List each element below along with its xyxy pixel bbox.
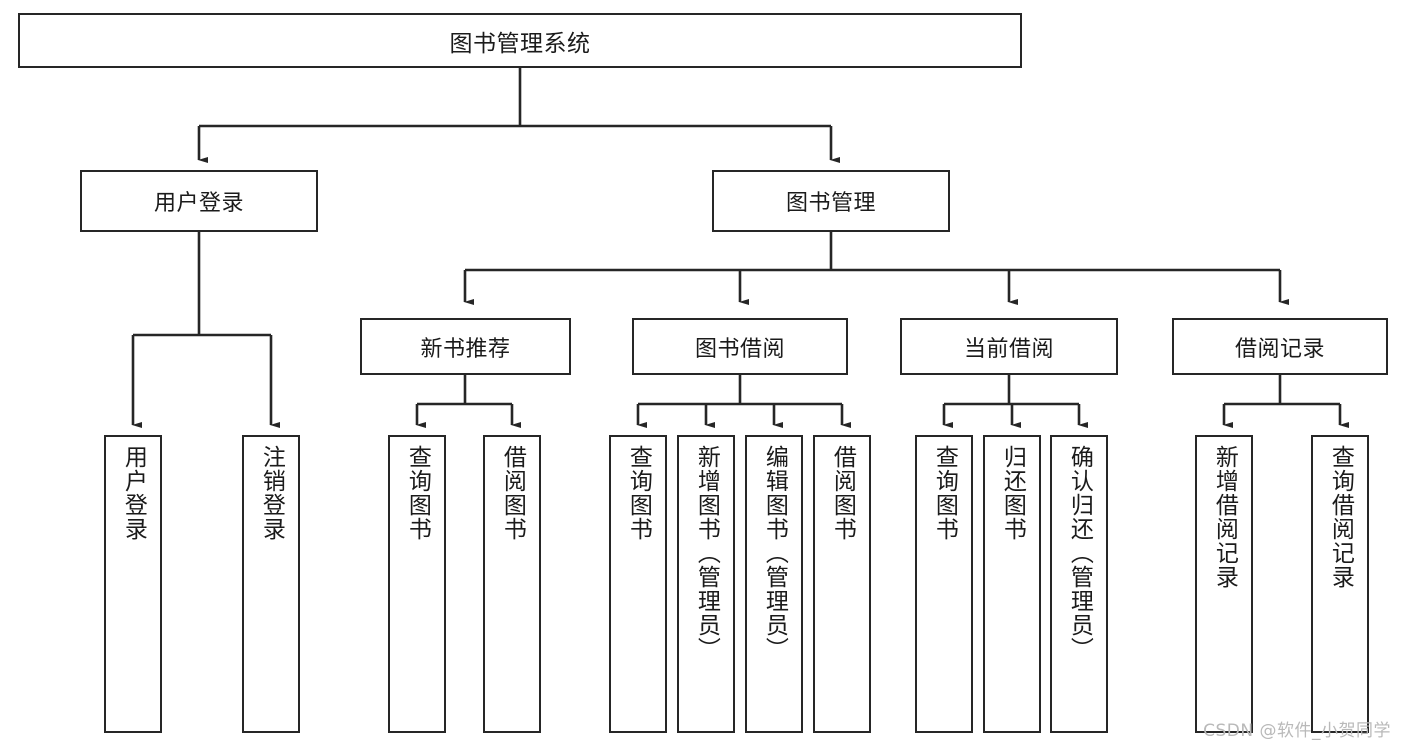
node-label: 当前借阅	[963, 336, 1054, 362]
leaf-label: 新增借阅记录	[1211, 445, 1238, 589]
leaf-label: 编辑图书（管理员）	[761, 445, 788, 661]
node-label: 图书管理	[785, 191, 876, 216]
leaf-borrow-book[interactable]: 借阅图书	[813, 435, 871, 733]
leaf-add-book-admin[interactable]: 新增图书（管理员）	[677, 435, 735, 733]
leaf-label: 归还图书	[999, 445, 1026, 541]
leaf-logout-login[interactable]: 注销登录	[242, 435, 300, 733]
leaf-label: 借阅图书	[499, 445, 526, 541]
leaf-label: 借阅图书	[829, 445, 856, 541]
node-root-system[interactable]: 图书管理系统	[18, 13, 1022, 68]
leaf-label: 用户登录	[120, 445, 147, 541]
leaf-borrow-book-recommend[interactable]: 借阅图书	[483, 435, 541, 733]
leaf-return-book[interactable]: 归还图书	[983, 435, 1041, 733]
leaf-add-borrow-record[interactable]: 新增借阅记录	[1195, 435, 1253, 733]
node-current-borrow[interactable]: 当前借阅	[900, 318, 1118, 375]
node-book-management[interactable]: 图书管理	[712, 170, 950, 232]
leaf-label: 注销登录	[258, 445, 285, 541]
leaf-label: 新增图书（管理员）	[693, 445, 720, 661]
leaf-user-login[interactable]: 用户登录	[104, 435, 162, 733]
node-label: 新书推荐	[420, 336, 511, 362]
node-borrow-record[interactable]: 借阅记录	[1172, 318, 1388, 375]
leaf-label: 查询图书	[931, 445, 958, 541]
leaf-label: 查询图书	[404, 445, 431, 541]
leaf-label: 确认归还（管理员）	[1066, 445, 1093, 661]
node-book-borrow[interactable]: 图书借阅	[632, 318, 848, 375]
leaf-edit-book-admin[interactable]: 编辑图书（管理员）	[745, 435, 803, 733]
leaf-query-book-recommend[interactable]: 查询图书	[388, 435, 446, 733]
leaf-confirm-return-admin[interactable]: 确认归还（管理员）	[1050, 435, 1108, 733]
node-label: 图书借阅	[694, 336, 785, 362]
leaf-label: 查询图书	[625, 445, 652, 541]
node-label: 用户登录	[153, 191, 244, 216]
leaf-query-borrow-record[interactable]: 查询借阅记录	[1311, 435, 1369, 733]
leaf-query-book-current[interactable]: 查询图书	[915, 435, 973, 733]
leaf-query-book-borrow[interactable]: 查询图书	[609, 435, 667, 733]
watermark: CSDN @软件_小贺同学	[1203, 721, 1391, 741]
node-label: 图书管理系统	[449, 30, 591, 57]
leaf-label: 查询借阅记录	[1327, 445, 1354, 589]
node-new-book-recommend[interactable]: 新书推荐	[360, 318, 571, 375]
node-label: 借阅记录	[1234, 336, 1325, 362]
node-user-login[interactable]: 用户登录	[80, 170, 318, 232]
